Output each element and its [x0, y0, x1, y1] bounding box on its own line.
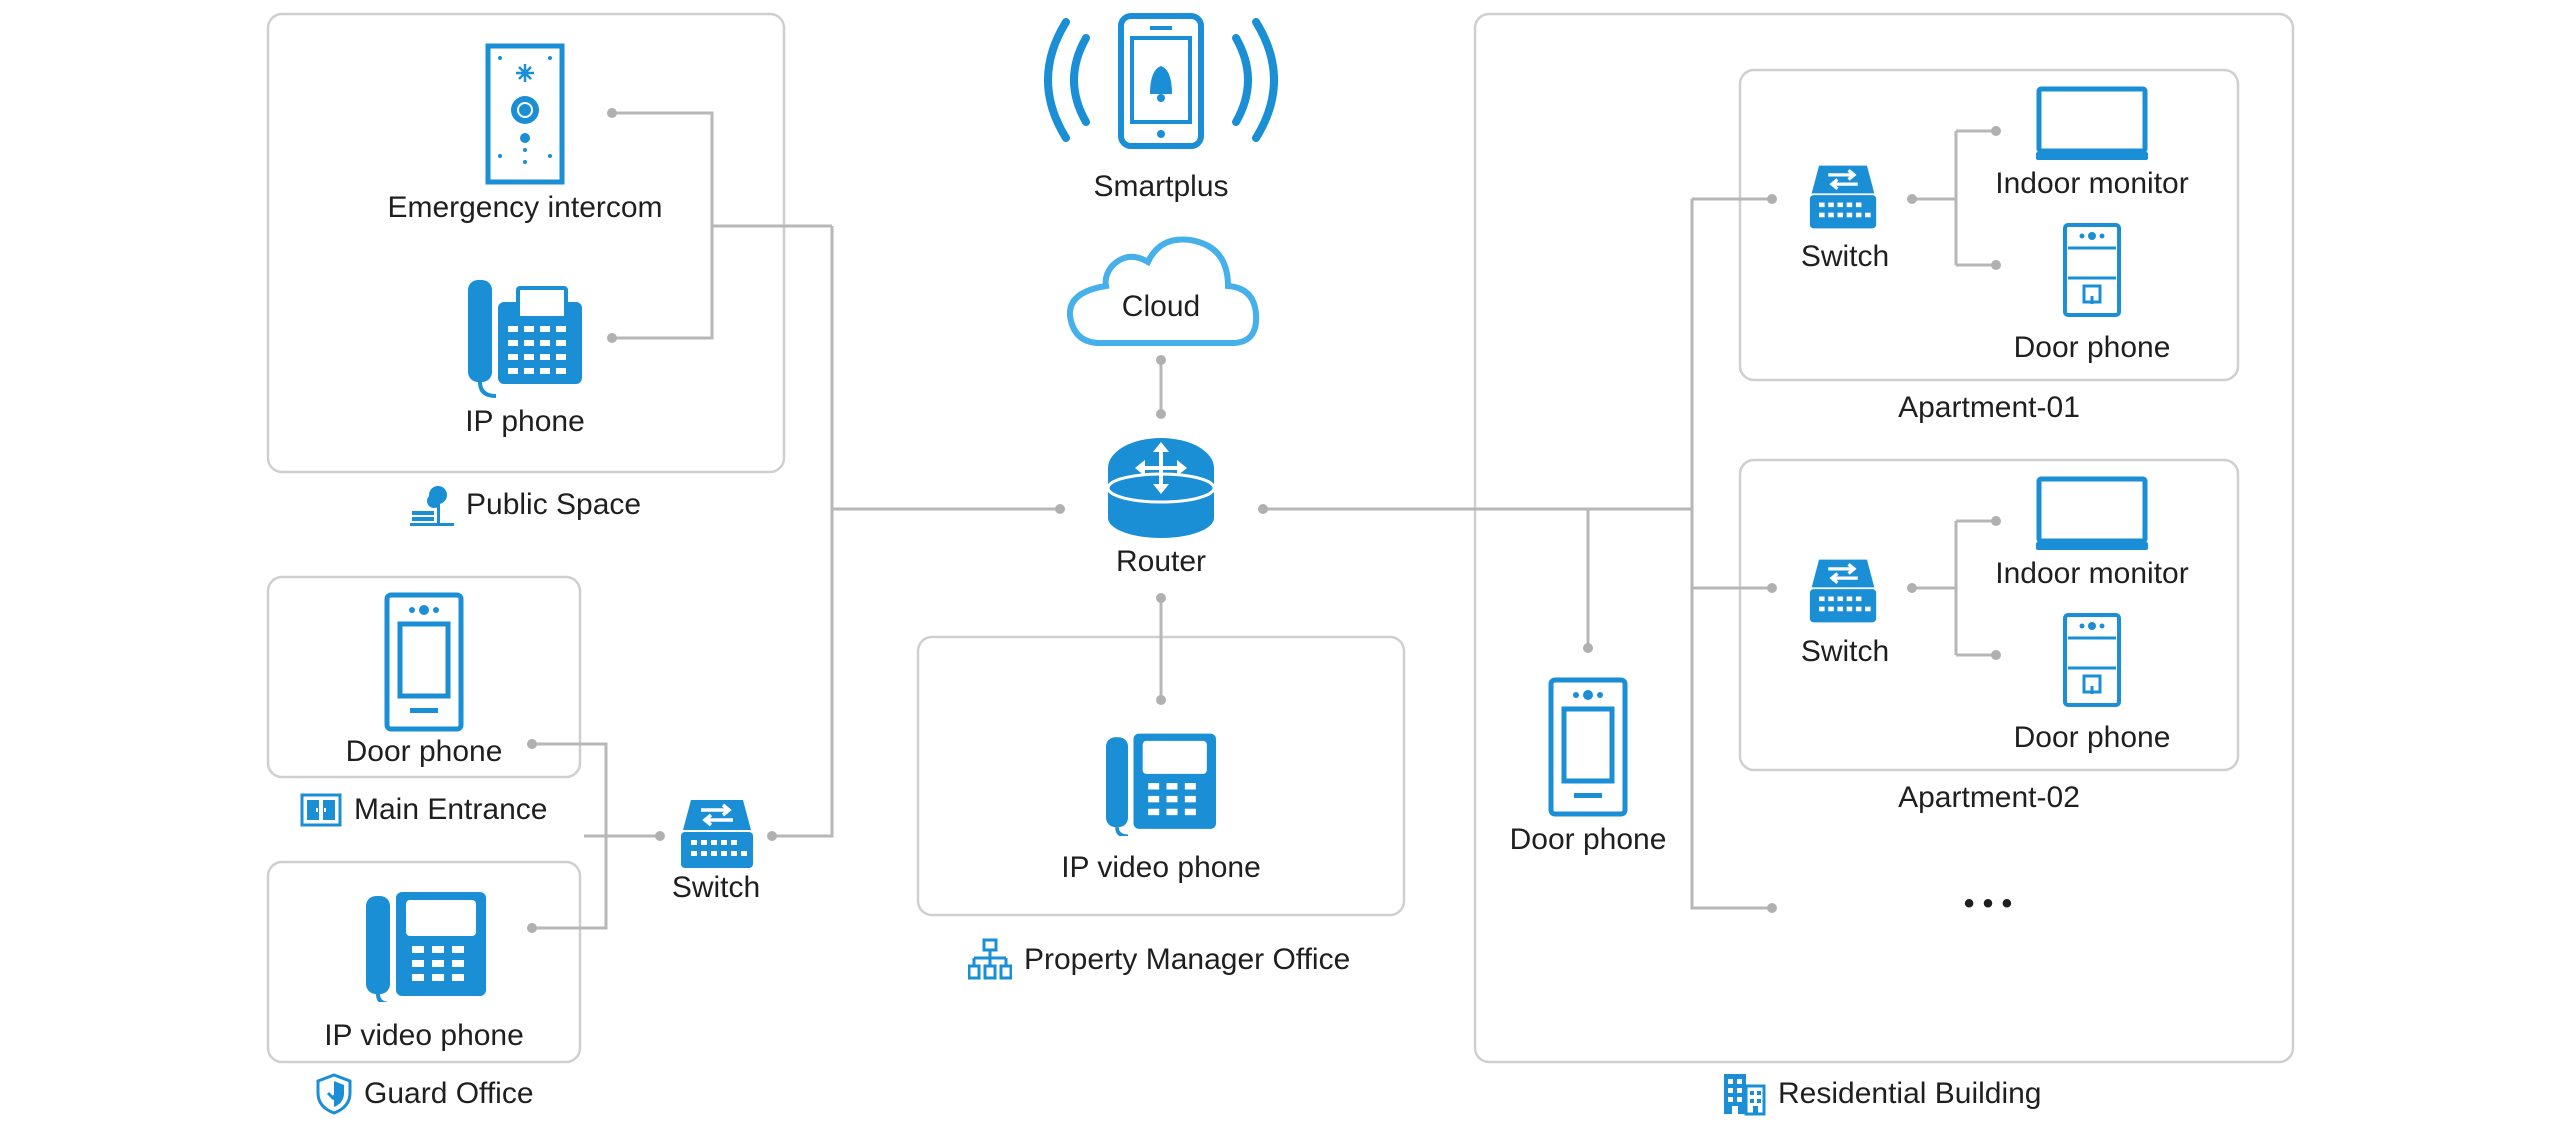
switch-left-label: Switch [671, 871, 761, 904]
apartment-01-label: Apartment-01 [1898, 391, 2080, 424]
apartment-01-box [1738, 68, 2240, 382]
door-phone-icon [2063, 613, 2121, 707]
emergency-intercom-icon [485, 43, 565, 185]
guard-video-phone-label: IP video phone [324, 1019, 524, 1052]
monitor-icon [2036, 89, 2148, 160]
pm-video-phone-label: IP video phone [1061, 851, 1261, 884]
public-space-caption: Public Space [410, 483, 641, 527]
apt2-indoor-monitor-label: Indoor monitor [1995, 557, 2189, 590]
main-door-phone-label: Door phone [345, 735, 503, 768]
emergency-intercom-label: Emergency intercom [387, 191, 663, 224]
apt2-door-phone-label: Door phone [2013, 721, 2171, 754]
public-space-label: Public Space [466, 488, 642, 521]
connection-endpoints [527, 108, 2001, 933]
video-phone-icon [1106, 732, 1216, 836]
residential-building-label: Residential Building [1778, 1077, 2042, 1110]
network-switch-icon [679, 798, 755, 870]
desk-phone-icon [468, 280, 582, 398]
cloud-label: Cloud [1121, 290, 1201, 323]
property-manager-office-caption: Property Manager Office [968, 938, 1350, 982]
apt2-switch-label: Switch [1800, 635, 1890, 668]
property-manager-office-label: Property Manager Office [1024, 943, 1351, 976]
residential-building-caption: Residential Building [1722, 1072, 2042, 1116]
apt1-door-phone-label: Door phone [2013, 331, 2171, 364]
building-icon [1724, 1074, 1766, 1116]
smartplus-label: Smartplus [1093, 170, 1229, 203]
cloud-icon [1066, 236, 1260, 346]
shield-icon [316, 1073, 352, 1115]
smartphone-bell-icon [1044, 13, 1278, 149]
router-label: Router [1115, 545, 1207, 578]
network-switch-icon [1808, 164, 1878, 230]
door-phone-icon [2063, 223, 2121, 317]
apartment-02-label: Apartment-02 [1898, 781, 2080, 814]
main-entrance-caption: Main Entrance [300, 793, 547, 827]
door-phone-icon [1551, 680, 1625, 814]
video-phone-icon [366, 892, 486, 1002]
public-space-box [266, 12, 786, 474]
org-chart-icon [968, 938, 1012, 980]
main-entrance-box [266, 575, 582, 779]
main-entrance-label: Main Entrance [354, 793, 548, 826]
connection-lines [532, 111, 1996, 930]
park-icon [410, 486, 454, 526]
building-door-phone-label: Door phone [1509, 823, 1667, 856]
door-icon [300, 793, 342, 827]
ip-phone-label: IP phone [465, 405, 585, 438]
apartment-02-box [1738, 458, 2240, 772]
door-phone-icon [387, 595, 461, 729]
router-icon [1106, 438, 1216, 538]
residential-building-box [1473, 12, 2295, 1064]
guard-office-box [266, 860, 582, 1064]
apt1-indoor-monitor-label: Indoor monitor [1995, 167, 2189, 200]
guard-office-label: Guard Office [364, 1077, 534, 1110]
apt1-switch-label: Switch [1800, 240, 1890, 273]
network-switch-icon [1808, 558, 1878, 624]
guard-office-caption: Guard Office [316, 1073, 534, 1115]
monitor-icon [2036, 479, 2148, 550]
more-apartments-ellipsis: • • • [1963, 887, 2013, 920]
